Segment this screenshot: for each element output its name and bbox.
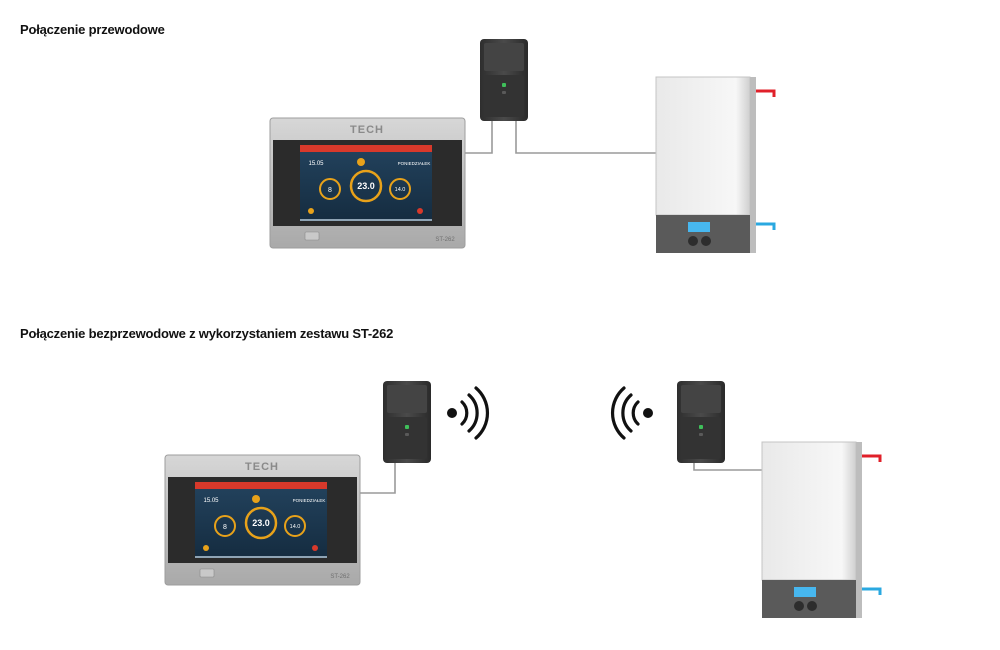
- screen-left-value: 15.05: [308, 161, 324, 167]
- controller-brand: TECH: [350, 124, 384, 136]
- wire-controller-to-module-wireless: [357, 462, 396, 494]
- wireless-section: TECH ST-262 15.05 PONIEDZIAŁEK 8 23.0 14…: [163, 381, 882, 619]
- section-title-wireless: Połączenie bezprzewodowe z wykorzystanie…: [20, 326, 394, 341]
- cold-pipe: [756, 222, 776, 230]
- screen-right-value: PONIEDZIAŁEK: [398, 161, 431, 166]
- screen-right-gauge: 14.0: [290, 524, 301, 530]
- screen-right-gauge: 14.0: [395, 187, 406, 193]
- screen-center-temp: 23.0: [252, 518, 270, 528]
- signal-waves-right-icon: [447, 386, 490, 440]
- controller-device: TECH ST-262 15.05 PONIEDZIAŁEK 8 23.0 14…: [268, 116, 467, 250]
- wired-section: TECH ST-262 15.05 PONIEDZIAŁEK 8 23.0 14…: [268, 39, 776, 254]
- wire-controller-to-module: [463, 120, 493, 154]
- controller-model: ST-262: [330, 574, 350, 580]
- wire-module-to-boiler-wireless: [693, 462, 763, 471]
- hot-pipe: [756, 89, 776, 97]
- boiler-device: [655, 76, 776, 254]
- screen-left-gauge: 8: [223, 524, 227, 531]
- boiler-device-wireless: [761, 441, 882, 619]
- screen-left-gauge: 8: [328, 187, 332, 194]
- screen-left-value: 15.05: [203, 498, 219, 504]
- screen-right-value: PONIEDZIAŁEK: [293, 498, 326, 503]
- module-transmitter: [383, 381, 431, 463]
- module-device: [480, 39, 528, 121]
- controller-model: ST-262: [435, 237, 455, 243]
- signal-waves-left-icon: [610, 386, 653, 440]
- section-title-wired: Połączenie przewodowe: [20, 22, 165, 37]
- module-receiver: [677, 381, 725, 463]
- controller-device-wireless: TECH ST-262 15.05 PONIEDZIAŁEK 8 23.0 14…: [163, 453, 362, 587]
- wire-module-to-boiler: [515, 120, 657, 154]
- cold-pipe: [862, 587, 882, 595]
- hot-pipe: [862, 454, 882, 462]
- screen-center-temp: 23.0: [357, 181, 375, 191]
- controller-brand: TECH: [245, 461, 279, 473]
